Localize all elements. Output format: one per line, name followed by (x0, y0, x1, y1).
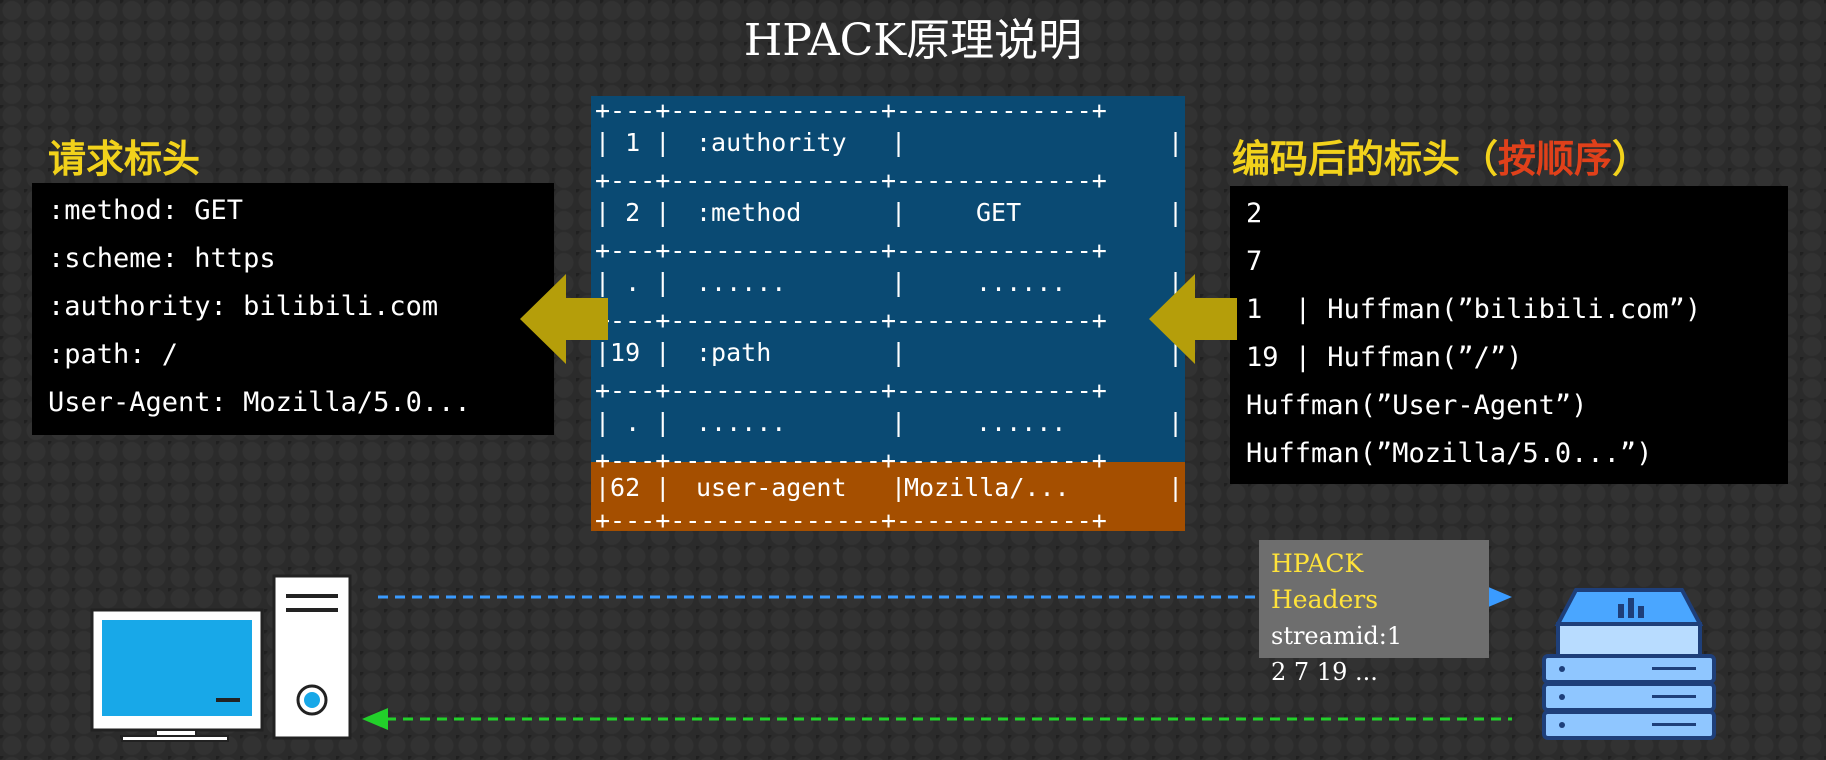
table-border-line: +---+--------------+-------------+ (595, 506, 1107, 535)
encoded-title-main: 编码后的标头（ (1232, 137, 1499, 181)
table-row-value: ...... (976, 408, 1067, 437)
server-icon (1542, 588, 1716, 740)
frame-payload: 2 7 19 ... (1271, 658, 1378, 686)
page-title: HPACK原理说明 (743, 15, 1083, 66)
encoded-headers-panel: 2 7 1 | Huffman(”bilibili.com”) 19 | Huf… (1230, 186, 1788, 484)
table-border-line: +---+--------------+-------------+ (595, 306, 1107, 335)
left-arrow-icon (520, 274, 608, 364)
encoded-header-line: 19 | Huffman(”/”) (1246, 342, 1523, 373)
request-header-line: :authority: bilibili.com (48, 291, 439, 322)
table-pipe: | (1168, 128, 1184, 157)
table-row-name: ...... (696, 268, 787, 297)
encoded-header-line: Huffman(”Mozilla/5.0...”) (1246, 438, 1653, 469)
frame-streamid: streamid:1 (1271, 622, 1403, 650)
table-pipe: | (1168, 198, 1184, 227)
table-border-line: +---+--------------+-------------+ (595, 446, 1107, 475)
left-arrow-icon (1149, 274, 1237, 364)
hpack-table: +---+--------------+-------------+ +---+… (591, 96, 1185, 535)
encoded-headers-title: 编码后的标头（按顺序） (1232, 128, 1650, 183)
computer-icon (90, 574, 352, 742)
request-headers-panel: :method: GET :scheme: https :authority: … (32, 183, 554, 435)
table-row-name: :method (696, 198, 802, 227)
request-header-line: :path: / (48, 339, 179, 370)
table-row-name: ...... (696, 408, 787, 437)
table-row-name: :authority (696, 128, 847, 157)
table-row-index: |62 | (595, 473, 671, 502)
table-row-index: | . | (595, 268, 671, 297)
table-row-value: ...... (976, 268, 1067, 297)
table-border-line: +---+--------------+-------------+ (595, 236, 1107, 265)
request-header-line: :scheme: https (48, 243, 276, 274)
encoded-title-end: ） (1612, 137, 1651, 181)
static-table-bg (591, 96, 1185, 462)
table-pipe: | (891, 408, 907, 437)
request-header-line: :method: GET (48, 195, 244, 226)
request-headers-title: 请求标头 (48, 137, 201, 181)
hpack-frame-popup: HPACK Headers streamid:1 2 7 19 ... (1259, 540, 1489, 686)
table-border-line: +---+--------------+-------------+ (595, 166, 1107, 195)
table-pipe: | (1168, 408, 1184, 437)
table-row-index: |19 | (595, 338, 671, 367)
table-row-value: Mozilla/... (904, 473, 1070, 502)
table-border-line: +---+--------------+-------------+ (595, 96, 1107, 125)
table-pipe: | (891, 128, 907, 157)
encoded-header-line: 7 (1246, 246, 1263, 277)
table-row-name: :path (696, 338, 772, 367)
table-pipe: | (891, 268, 907, 297)
table-border-line: +---+--------------+-------------+ (595, 376, 1107, 405)
table-pipe: | (891, 473, 907, 502)
frame-title: HPACK Headers (1271, 549, 1379, 614)
table-pipe: | (891, 338, 907, 367)
table-pipe: | (1168, 473, 1184, 502)
encoded-header-line: 1 | Huffman(”bilibili.com”) (1246, 294, 1702, 325)
table-row-value: GET (976, 198, 1022, 227)
table-row-name: user-agent (696, 473, 847, 502)
table-row-index: | 1 | (595, 128, 671, 157)
request-dashed-line (378, 586, 1512, 608)
table-pipe: | (891, 198, 907, 227)
dynamic-table-bg (591, 462, 1185, 531)
encoded-header-line: Huffman(”User-Agent”) (1246, 390, 1588, 421)
table-row-index: | . | (595, 408, 671, 437)
request-header-line: User-Agent: Mozilla/5.0... (48, 387, 471, 418)
encoded-title-accent: 按顺序 (1498, 137, 1613, 181)
table-row-index: | 2 | (595, 198, 671, 227)
response-dashed-line (362, 708, 1512, 730)
encoded-header-line: 2 (1246, 198, 1263, 229)
